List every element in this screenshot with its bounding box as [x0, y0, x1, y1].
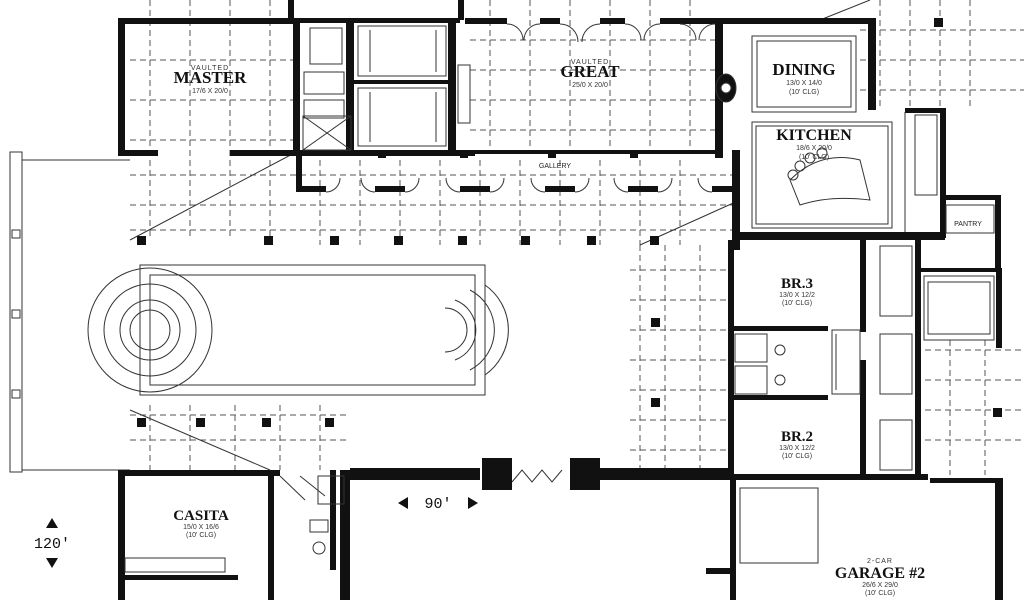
room-great: VAULTED GREAT 25/0 X 20/0	[560, 59, 620, 89]
room-br2: BR.2 13/0 X 12/2 (10' CLG)	[779, 429, 815, 460]
great-prefix: VAULTED	[571, 59, 609, 66]
casita-dims: 15/0 X 16/6	[183, 524, 219, 531]
kitchen-dims: 18/6 X 20/0	[796, 145, 832, 152]
kitchen-label: KITCHEN	[776, 127, 852, 144]
kitchen-clg: (10' CLG)	[799, 154, 829, 161]
master-label: MASTER	[174, 68, 247, 87]
room-garage: 2-CAR GARAGE #2 26/6 X 29/0 (10' CLG)	[835, 558, 925, 597]
dining-dims: 13/0 X 14/0	[786, 80, 822, 87]
dining-label: DINING	[772, 60, 835, 79]
walls	[118, 0, 1003, 600]
depth-label: 120'	[34, 536, 70, 553]
gallery-label: GALLERY	[539, 163, 571, 170]
garage-prefix: 2-CAR	[867, 558, 893, 565]
br2-dims: 13/0 X 12/2	[779, 445, 815, 452]
pantry-label: PANTRY	[954, 221, 982, 228]
arrow-down-icon	[46, 558, 58, 568]
room-br3: BR.3 13/0 X 12/2 (10' CLG)	[779, 276, 815, 307]
room-dining: DINING 13/0 X 14/0 (10' CLG)	[772, 60, 835, 96]
dining-clg: (10' CLG)	[789, 89, 819, 96]
arrow-left-icon	[398, 497, 408, 509]
arrow-right-icon	[468, 497, 478, 509]
casita-label: CASITA	[173, 508, 229, 524]
depth-dimension: 120'	[34, 518, 70, 568]
room-master: VAULTED MASTER 17/6 X 20/0	[174, 65, 247, 95]
width-dimension: 90'	[398, 496, 478, 513]
master-dims: 17/6 X 20/0	[192, 88, 228, 95]
br2-label: BR.2	[781, 429, 813, 445]
garage-dims: 26/6 X 29/0	[862, 582, 898, 589]
br3-clg: (10' CLG)	[782, 300, 812, 307]
master-prefix: VAULTED	[191, 65, 229, 72]
pergola-grid	[129, 0, 1024, 475]
garage-clg: (10' CLG)	[865, 590, 895, 597]
great-dims: 25/0 X 20/0	[572, 82, 608, 89]
br3-label: BR.3	[781, 276, 813, 292]
great-label: GREAT	[560, 62, 620, 81]
br2-clg: (10' CLG)	[782, 453, 812, 460]
width-label: 90'	[424, 496, 451, 513]
pool	[87, 264, 509, 396]
fixtures	[124, 23, 995, 573]
room-casita: CASITA 15/0 X 16/6 (10' CLG)	[173, 508, 229, 539]
arrow-up-icon	[46, 518, 58, 528]
terrace	[9, 151, 130, 473]
casita-clg: (10' CLG)	[186, 532, 216, 539]
garage-label: GARAGE #2	[835, 565, 925, 582]
room-kitchen: KITCHEN 18/6 X 20/0 (10' CLG)	[776, 127, 852, 161]
br3-dims: 13/0 X 12/2	[779, 292, 815, 299]
